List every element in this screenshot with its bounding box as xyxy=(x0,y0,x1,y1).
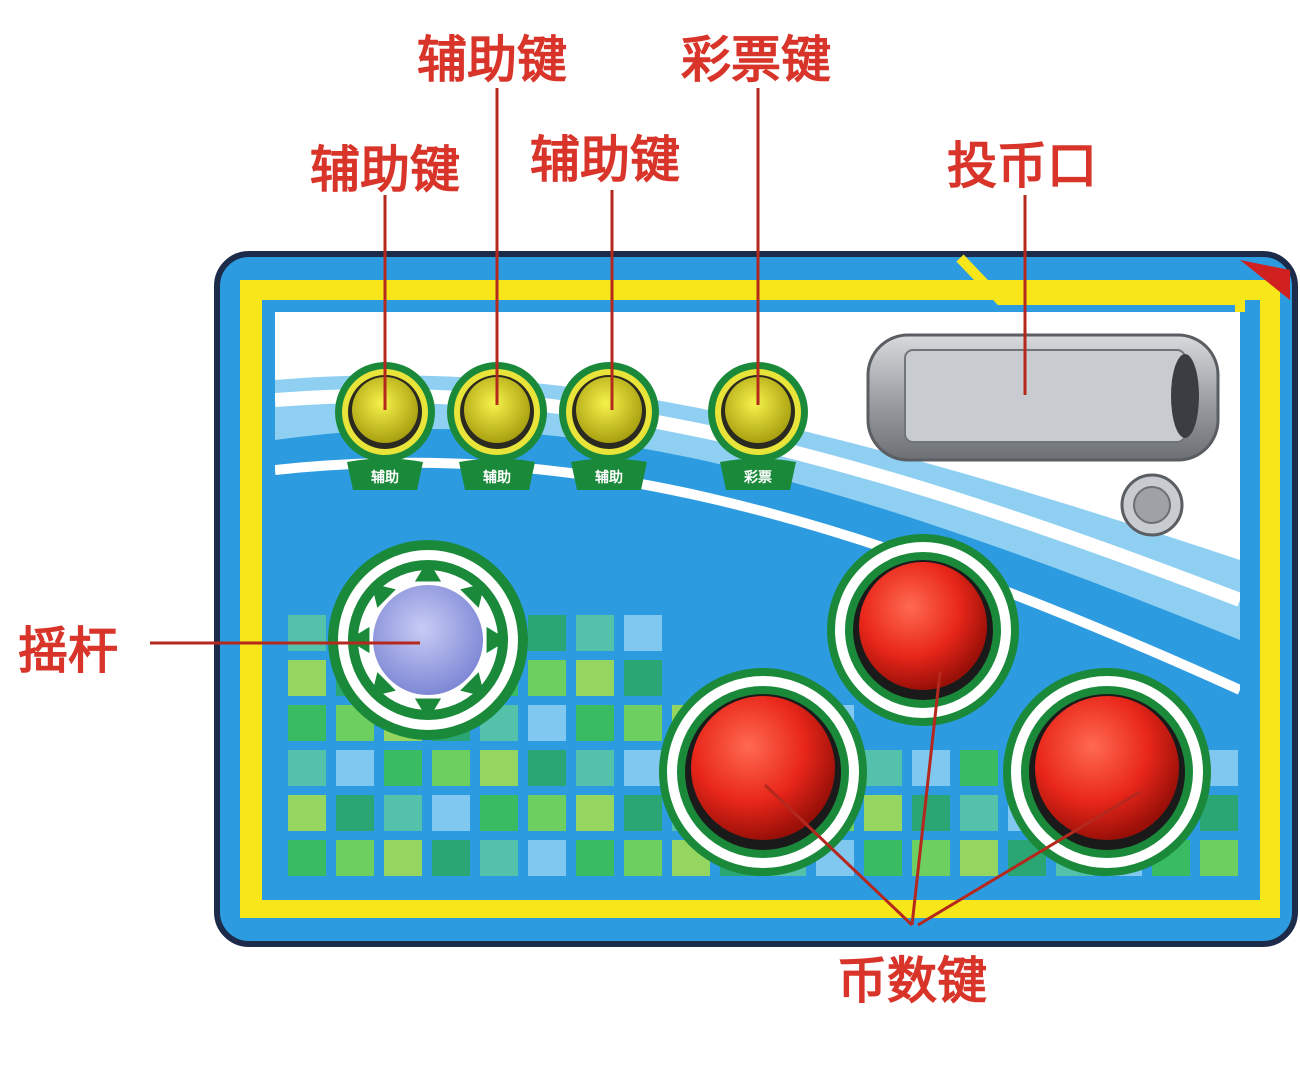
mosaic-tile xyxy=(528,840,566,876)
button-tab-label: 辅助 xyxy=(595,469,623,486)
aux-button-2[interactable]: 辅助 xyxy=(447,362,547,490)
mosaic-tile xyxy=(624,840,662,876)
mosaic-tile xyxy=(432,795,470,831)
mosaic-tile xyxy=(528,705,566,741)
mosaic-tile xyxy=(576,840,614,876)
direction-arrow-icon xyxy=(414,560,442,582)
mosaic-tile xyxy=(480,840,518,876)
aux-button-3[interactable]: 辅助 xyxy=(559,362,659,490)
mosaic-tile xyxy=(624,795,662,831)
joystick-ball[interactable] xyxy=(373,585,483,695)
mosaic-tile xyxy=(912,795,950,831)
label-aux-key-2: 辅助键 xyxy=(417,31,567,89)
coin-count-button-3[interactable] xyxy=(1003,668,1211,876)
mosaic-tile xyxy=(384,795,422,831)
mosaic-tile xyxy=(288,615,326,651)
mosaic-tile xyxy=(432,840,470,876)
mosaic-tile xyxy=(624,705,662,741)
mosaic-tile xyxy=(288,705,326,741)
mosaic-tile xyxy=(576,750,614,786)
mosaic-tile xyxy=(432,750,470,786)
direction-arrow-icon xyxy=(414,698,442,720)
mosaic-tile xyxy=(960,750,998,786)
mosaic-tile xyxy=(864,795,902,831)
mosaic-tile xyxy=(528,660,566,696)
mosaic-tile xyxy=(960,840,998,876)
label-coin-slot: 投币口 xyxy=(947,137,1097,195)
label-joystick: 摇杆 xyxy=(18,622,118,680)
small-round-button[interactable] xyxy=(1120,473,1184,537)
direction-arrow-icon xyxy=(486,626,508,654)
mosaic-tile xyxy=(1200,840,1238,876)
mosaic-tile xyxy=(576,615,614,651)
button-tab-label: 辅助 xyxy=(371,469,399,486)
mosaic-tile xyxy=(624,615,662,651)
mosaic-tile xyxy=(528,795,566,831)
mosaic-tile xyxy=(864,750,902,786)
mosaic-tile xyxy=(528,615,566,651)
label-coin-count-key: 币数键 xyxy=(837,952,987,1010)
button-tab-label: 辅助 xyxy=(483,469,511,486)
mosaic-tile xyxy=(336,750,374,786)
mosaic-tile xyxy=(288,750,326,786)
mosaic-tile xyxy=(576,795,614,831)
label-aux-key-1: 辅助键 xyxy=(310,141,460,199)
mosaic-tile xyxy=(336,795,374,831)
direction-arrow-icon xyxy=(371,672,396,697)
mosaic-tile xyxy=(384,840,422,876)
mosaic-tile xyxy=(624,660,662,696)
mosaic-tile xyxy=(576,660,614,696)
mosaic-tile xyxy=(528,750,566,786)
mosaic-tile xyxy=(960,795,998,831)
mosaic-tile xyxy=(480,795,518,831)
mosaic-tile xyxy=(288,840,326,876)
mosaic-tile xyxy=(864,840,902,876)
direction-arrow-icon xyxy=(371,583,396,608)
mosaic-tile xyxy=(576,705,614,741)
mosaic-tile xyxy=(624,750,662,786)
coin-slot xyxy=(866,333,1220,462)
direction-arrow-icon xyxy=(460,672,485,697)
mosaic-tile xyxy=(384,750,422,786)
mosaic-tile xyxy=(480,750,518,786)
mosaic-tile xyxy=(336,840,374,876)
label-lottery-key: 彩票键 xyxy=(681,31,831,89)
coin-count-button-1[interactable] xyxy=(827,534,1019,726)
button-tab-label: 彩票 xyxy=(743,469,772,486)
mosaic-tile xyxy=(288,795,326,831)
label-aux-key-3: 辅助键 xyxy=(530,131,680,189)
direction-arrow-icon xyxy=(460,583,485,608)
joystick[interactable] xyxy=(328,540,528,740)
leader-lines xyxy=(150,88,1141,927)
lottery-button[interactable]: 彩票 xyxy=(708,362,808,490)
direction-arrow-icon xyxy=(348,626,370,654)
coin-count-button-2[interactable] xyxy=(659,668,867,876)
mosaic-tile xyxy=(288,660,326,696)
